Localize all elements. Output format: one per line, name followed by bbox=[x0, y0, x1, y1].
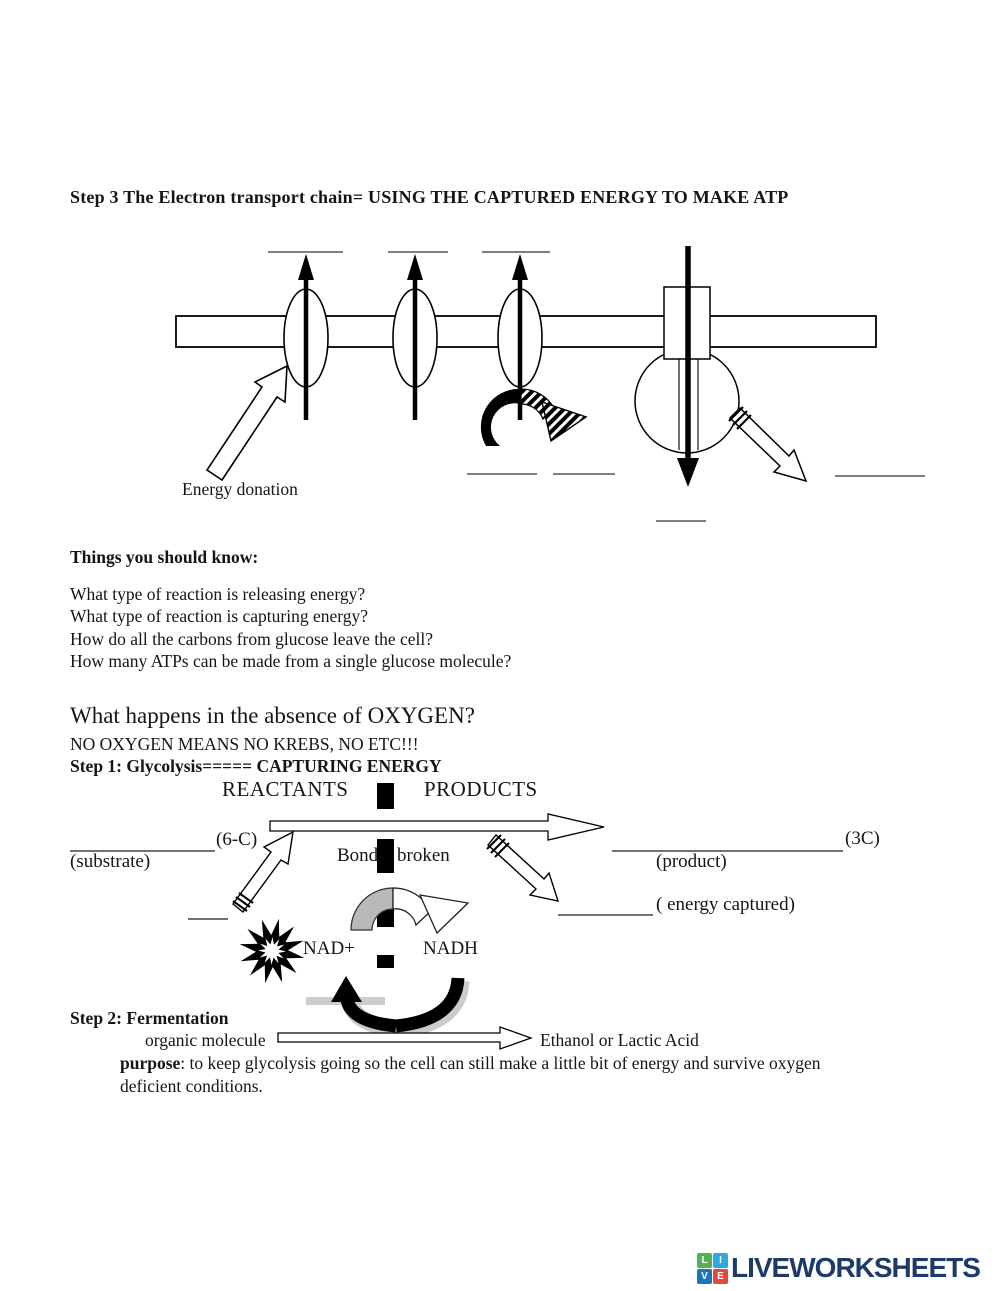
energy-donation-arrow bbox=[205, 364, 288, 482]
bond-label: Bond bbox=[337, 845, 379, 866]
oxygen-heading: What happens in the absence of OXYGEN? bbox=[70, 703, 475, 728]
etc-membrane-diagram bbox=[175, 246, 925, 522]
logo-square-l: L bbox=[697, 1252, 712, 1268]
things-heading: Things you should know: bbox=[70, 547, 259, 567]
nad-plus-label: NAD+ bbox=[303, 938, 355, 959]
substrate-input-arrow bbox=[232, 830, 294, 914]
oxygen-subheading: NO OXYGEN MEANS NO KREBS, NO ETC!!! bbox=[70, 734, 419, 754]
substrate-label: (substrate) bbox=[70, 851, 151, 872]
question-2: What type of reaction is capturing energ… bbox=[70, 606, 369, 626]
recycle-arrow-head bbox=[331, 976, 362, 1002]
fermentation-result-label: Ethanol or Lactic Acid bbox=[540, 1030, 699, 1050]
three-c-label: (3C) bbox=[845, 828, 880, 849]
fermentation-arrow bbox=[277, 1026, 533, 1050]
arch-arrow-head bbox=[418, 894, 470, 935]
divider-dashes bbox=[377, 783, 394, 968]
logo-square-e: E bbox=[713, 1268, 728, 1284]
purpose-label: purpose bbox=[120, 1053, 181, 1073]
arch-white-half bbox=[392, 887, 432, 927]
up-arrow-head bbox=[298, 254, 314, 280]
reaction-arrow bbox=[269, 813, 605, 841]
energy-captured-arrow bbox=[487, 833, 560, 902]
question-4: How many ATPs can be made from a single … bbox=[70, 651, 512, 671]
bond-broken-arch-arrow bbox=[350, 887, 470, 935]
energy-donation-label: Energy donation bbox=[182, 479, 298, 499]
logo-square-i: I bbox=[713, 1252, 728, 1268]
product-label: (product) bbox=[656, 851, 727, 872]
purpose-line-2: deficient conditions. bbox=[120, 1076, 263, 1096]
six-c-label: (6-C) bbox=[216, 829, 258, 850]
up-arrow-head bbox=[512, 254, 528, 280]
brand-wordmark: LIVEWORKSHEETS bbox=[731, 1252, 981, 1283]
curved-arrow-black-half bbox=[480, 388, 521, 446]
energy-release-curved-arrow bbox=[480, 388, 588, 446]
liveworksheets-brand-link[interactable]: L I V E LIVEWORKSHEETS bbox=[697, 1252, 981, 1284]
curved-arrow-hatched-head bbox=[541, 400, 588, 443]
atp-output-arrow-hatch bbox=[728, 406, 752, 430]
substrate-arrow-hatch bbox=[232, 892, 254, 912]
glycolysis-answer-blanks bbox=[70, 850, 843, 920]
down-arrow-head bbox=[677, 458, 699, 487]
step1-heading: Step 1: Glycolysis===== CAPTURING ENERGY bbox=[70, 756, 442, 776]
atp-output-arrow bbox=[728, 406, 808, 483]
organic-molecule-label: organic molecule bbox=[145, 1030, 266, 1050]
question-1: What type of reaction is releasing energ… bbox=[70, 584, 366, 604]
step2-heading: Step 2: Fermentation bbox=[70, 1008, 229, 1028]
products-label: PRODUCTS bbox=[424, 777, 538, 801]
broken-label: broken bbox=[397, 845, 450, 866]
up-arrow-head bbox=[407, 254, 423, 280]
nadh-recycle-arrow bbox=[306, 976, 470, 1038]
logo-square-v: V bbox=[697, 1268, 712, 1284]
purpose-line: purpose: to keep glycolysis going so the… bbox=[120, 1053, 821, 1073]
nadh-label: NADH bbox=[423, 938, 478, 959]
question-3: How do all the carbons from glucose leav… bbox=[70, 629, 433, 649]
purpose-text: : to keep glycolysis going so the cell c… bbox=[180, 1053, 821, 1073]
energy-captured-label: ( energy captured) bbox=[656, 894, 795, 915]
reactants-label: REACTANTS bbox=[222, 777, 349, 801]
liveworksheets-logo-icon: L I V E bbox=[697, 1252, 728, 1284]
etc-bottom-answer-blanks bbox=[467, 473, 925, 522]
page-title: Step 3 The Electron transport chain= USI… bbox=[70, 187, 789, 207]
energy-arrow-hatch bbox=[486, 834, 510, 858]
glycolysis-diagram bbox=[70, 783, 843, 1050]
